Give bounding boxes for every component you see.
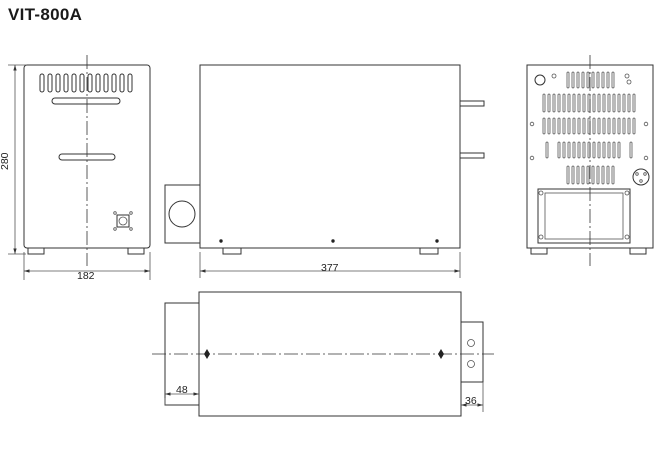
plan-left-dimension: 48	[164, 384, 199, 405]
rear-round-connector	[632, 168, 650, 186]
rear-panel-inner	[544, 192, 624, 240]
height-dimension: 280	[0, 64, 26, 255]
front-connector	[113, 211, 133, 231]
front-width-dimension: 182	[23, 252, 151, 282]
front-handle-slot-top	[51, 97, 121, 105]
side-rail-top	[459, 100, 485, 107]
side-connector	[168, 200, 196, 228]
side-foot-left	[222, 248, 242, 255]
plan-right-bracket	[461, 321, 484, 383]
side-rail-bottom	[459, 152, 485, 159]
front-foot-right	[127, 248, 145, 255]
side-length-dimension: 377	[199, 252, 461, 278]
rear-fan-left	[534, 74, 546, 86]
rear-vents	[542, 71, 636, 185]
plan-right-label: 36	[465, 395, 477, 407]
side-view	[164, 64, 485, 255]
front-foot-left	[27, 248, 45, 255]
height-label: 280	[0, 152, 11, 170]
model-title: VIT-800A	[8, 5, 83, 24]
front-width-label: 182	[77, 270, 95, 282]
plan-view	[152, 291, 494, 417]
rear-foot-right	[629, 248, 647, 255]
rear-panel-outer	[537, 188, 631, 244]
front-view	[23, 55, 151, 266]
side-foot-right	[419, 248, 439, 255]
plan-left-label: 48	[176, 384, 188, 396]
side-body	[199, 64, 461, 249]
side-handle-block	[164, 184, 201, 244]
front-top-vents	[39, 73, 133, 93]
rear-foot-left	[530, 248, 548, 255]
side-length-label: 377	[321, 262, 339, 274]
rear-view	[526, 55, 654, 266]
plan-right-dimension: 36	[461, 382, 484, 412]
